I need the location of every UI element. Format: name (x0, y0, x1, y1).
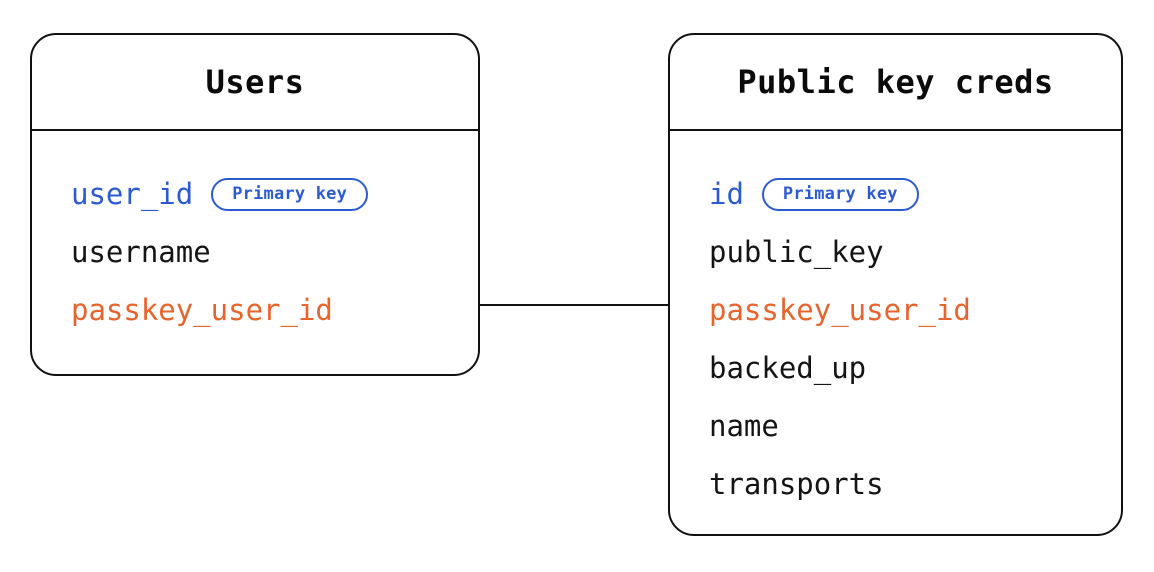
field-name-backed-up: backed_up (709, 350, 867, 385)
field-name-name: name (709, 408, 779, 443)
field-name-passkey-user-id: passkey_user_id (709, 292, 971, 327)
field-row-backed-up[interactable]: backed_up (670, 339, 1121, 397)
field-row-transports[interactable]: transports (670, 455, 1121, 513)
entity-field-list-public-key-creds: id Primary key public_key passkey_user_i… (670, 131, 1121, 513)
entity-title-public-key-creds: Public key creds (737, 63, 1054, 101)
relationship-connector-users-to-public-key-creds (479, 304, 670, 307)
field-row-passkey-user-id[interactable]: passkey_user_id (32, 281, 478, 339)
field-name-transports: transports (709, 466, 884, 501)
entity-box-public-key-creds[interactable]: Public key creds id Primary key public_k… (668, 33, 1123, 536)
entity-box-users[interactable]: Users user_id Primary key username passk… (30, 33, 480, 376)
field-name-user-id: user_id (71, 176, 194, 211)
entity-header-users: Users (32, 35, 478, 131)
field-name-passkey-user-id: passkey_user_id (71, 292, 333, 327)
field-row-name[interactable]: name (670, 397, 1121, 455)
primary-key-badge: Primary key (761, 177, 919, 211)
field-name-username: username (71, 234, 211, 269)
field-row-id[interactable]: id Primary key (670, 165, 1121, 223)
field-row-passkey-user-id[interactable]: passkey_user_id (670, 281, 1121, 339)
field-row-public-key[interactable]: public_key (670, 223, 1121, 281)
entity-field-list-users: user_id Primary key username passkey_use… (32, 131, 478, 339)
primary-key-badge: Primary key (211, 177, 369, 211)
field-name-id: id (709, 176, 744, 211)
entity-header-public-key-creds: Public key creds (670, 35, 1121, 131)
field-name-public-key: public_key (709, 234, 884, 269)
entity-title-users: Users (205, 63, 305, 101)
field-row-username[interactable]: username (32, 223, 478, 281)
field-row-user-id[interactable]: user_id Primary key (32, 165, 478, 223)
